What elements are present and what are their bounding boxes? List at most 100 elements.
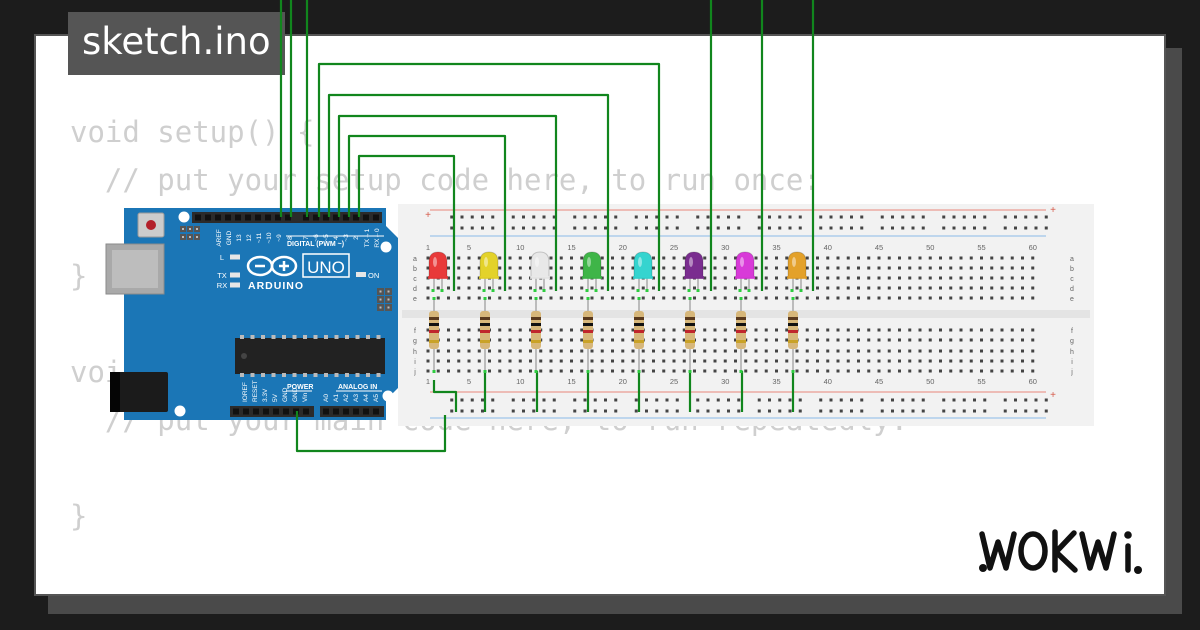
breadboard-hole xyxy=(611,328,614,332)
breadboard-hole xyxy=(559,328,563,332)
breadboard-hole xyxy=(754,359,758,363)
breadboard-hole xyxy=(631,338,635,342)
breadboard-hole xyxy=(908,359,912,363)
led-pin-dot xyxy=(533,289,537,292)
row-label: j xyxy=(1070,369,1073,376)
wokwi-logo xyxy=(979,529,1142,574)
breadboard-hole xyxy=(857,276,860,280)
column-label: 10 xyxy=(516,243,524,252)
file-tab[interactable]: sketch.ino xyxy=(68,12,285,75)
breadboard-hole xyxy=(798,409,802,413)
breadboard-hole xyxy=(457,359,461,363)
mounting-hole xyxy=(380,241,392,253)
breadboard-hole xyxy=(477,286,481,290)
breadboard-hole xyxy=(634,226,638,230)
breadboard-hole xyxy=(826,296,830,300)
breadboard-hole xyxy=(816,296,819,300)
row-label: d xyxy=(413,286,417,293)
resistor-band xyxy=(531,317,541,320)
column-label: 10 xyxy=(516,377,524,386)
breadboard-hole xyxy=(928,286,932,290)
pin-label: 2 xyxy=(353,236,360,240)
breadboard-hole xyxy=(805,296,809,300)
breadboard-hole xyxy=(980,296,983,300)
breadboard-hole xyxy=(549,256,553,260)
breadboard-hole xyxy=(1003,398,1007,402)
breadboard-hole xyxy=(498,338,502,342)
breadboard-hole xyxy=(942,226,946,230)
resistor-band xyxy=(685,323,695,326)
arduino-infinity-logo xyxy=(246,255,298,277)
header-socket xyxy=(275,214,281,221)
breadboard-hole xyxy=(816,359,819,363)
resistor-band xyxy=(531,323,541,326)
resistor-band xyxy=(788,330,798,333)
breadboard-hole xyxy=(990,359,994,363)
led-pin-dot xyxy=(790,289,794,292)
breadboard-hole xyxy=(542,215,546,219)
wire xyxy=(432,380,458,412)
breadboard-hole xyxy=(969,286,973,290)
breadboard-hole xyxy=(614,398,618,402)
header-socket xyxy=(363,408,369,415)
breadboard-hole xyxy=(939,266,942,270)
breadboard-hole xyxy=(522,398,525,402)
breadboard-hole xyxy=(880,226,884,230)
breadboard-hole xyxy=(652,338,655,342)
breadboard-hole xyxy=(727,215,730,219)
breadboard-hole xyxy=(604,398,607,402)
breadboard-hole xyxy=(518,338,522,342)
led-pin-dot xyxy=(585,289,589,292)
breadboard-hole xyxy=(962,409,966,413)
breadboard-hole xyxy=(860,226,864,230)
resistor-band xyxy=(634,330,644,333)
led-body xyxy=(479,251,499,279)
led-purple xyxy=(684,251,704,292)
breadboard-hole xyxy=(1031,369,1035,373)
breadboard-hole xyxy=(600,349,604,353)
breadboard-hole xyxy=(850,215,853,219)
breadboard-hole xyxy=(457,286,461,290)
breadboard-hole xyxy=(467,266,471,270)
breadboard-hole xyxy=(703,338,707,342)
breadboard-hole xyxy=(785,256,789,260)
column-label: 1 xyxy=(426,243,430,252)
breadboard-hole xyxy=(829,398,833,402)
icsp-header xyxy=(180,226,200,240)
breadboard-hole xyxy=(713,369,717,373)
breadboard-hole xyxy=(826,338,830,342)
breadboard-hole xyxy=(508,359,512,363)
breadboard-hole xyxy=(600,266,604,270)
breadboard-hole xyxy=(682,266,686,270)
breadboard-hole xyxy=(508,276,512,280)
breadboard-hole xyxy=(682,359,686,363)
breadboard-hole xyxy=(696,398,700,402)
breadboard-hole xyxy=(641,369,645,373)
resistor-band xyxy=(788,317,798,320)
breadboard-hole xyxy=(816,266,819,270)
breadboard-hole xyxy=(1000,276,1004,280)
breadboard-hole xyxy=(477,328,481,332)
breadboard-hole xyxy=(737,226,741,230)
resistor-band xyxy=(429,323,439,326)
breadboard-hole xyxy=(552,226,556,230)
breadboard-hole xyxy=(645,226,648,230)
led-highlight xyxy=(689,257,693,267)
breadboard-hole xyxy=(467,349,471,353)
breadboard-hole xyxy=(529,266,532,270)
breadboard-hole xyxy=(621,296,625,300)
breadboard-hole xyxy=(652,296,655,300)
breadboard-hole xyxy=(939,286,942,290)
breadboard-hole xyxy=(457,256,461,260)
breadboard-hole xyxy=(1010,338,1014,342)
icsp-pin-hole xyxy=(379,290,382,293)
breadboard-hole xyxy=(795,286,799,290)
breadboard-hole xyxy=(1021,276,1024,280)
resistor-band xyxy=(531,340,541,343)
breadboard-hole xyxy=(580,328,584,332)
row-label: d xyxy=(1070,286,1074,293)
breadboard-hole xyxy=(1031,276,1035,280)
power-jack xyxy=(110,372,168,412)
breadboard-hole xyxy=(908,349,912,353)
breadboard-hole xyxy=(898,338,901,342)
